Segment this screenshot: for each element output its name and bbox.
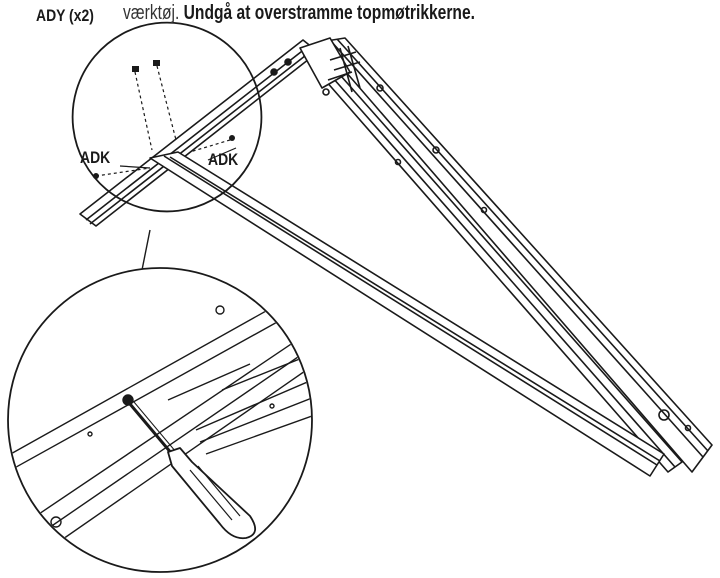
detail-circle-top — [71, 21, 263, 213]
label-adk-left: ADK — [80, 148, 111, 167]
left-rafter — [79, 39, 319, 227]
instruction-normal: værktøj. — [123, 2, 184, 24]
rafter-holes — [376, 84, 692, 432]
instruction-bold: Undgå at overstramme topmøtrikkerne. — [183, 2, 475, 24]
instruction-text: værktøj. Undgå at overstramme topmøtrikk… — [123, 2, 475, 25]
peak-bracket — [270, 37, 361, 96]
detail-circle-bottom — [7, 267, 313, 573]
right-rafter — [303, 37, 713, 473]
screwdriver-icon — [128, 401, 256, 540]
diagonal-brace — [149, 151, 665, 477]
label-adk-right: ADK — [208, 150, 239, 169]
label-ady: ADY (x2) — [36, 6, 94, 25]
